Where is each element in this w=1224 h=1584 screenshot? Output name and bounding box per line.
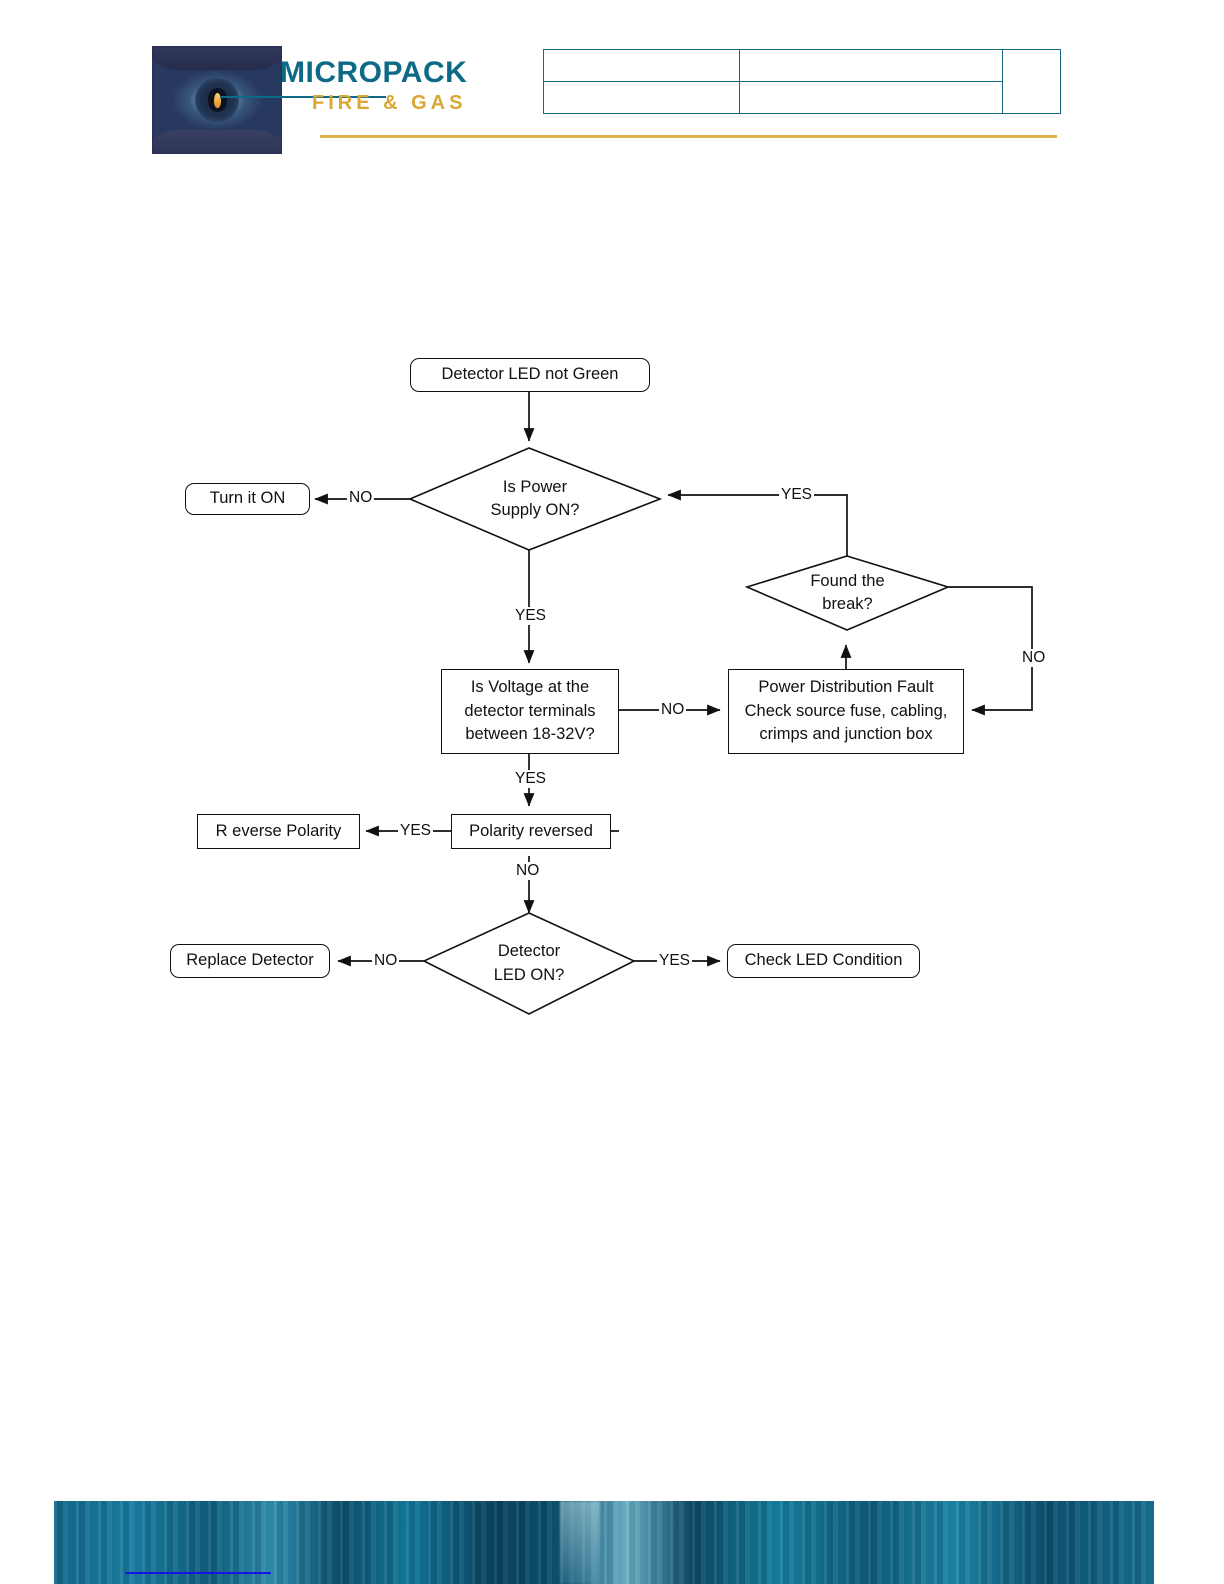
flow-node-replace-detector[interactable]: Replace Detector (170, 944, 330, 978)
flow-node-start[interactable]: Detector LED not Green (410, 358, 650, 392)
header-document-table (543, 49, 1061, 114)
eye-logo-icon (152, 46, 282, 154)
edge-label-power-yes-right: YES (779, 486, 815, 504)
footer-link-underline[interactable] (125, 1572, 271, 1574)
flow-node-is-voltage-in-range[interactable]: Is Voltage at the detector terminals bet… (441, 669, 619, 754)
flow-node-turn-it-on[interactable]: Turn it ON (185, 483, 310, 515)
flow-node-detector-led-on-label: Detector LED ON? (493, 942, 565, 984)
flow-node-is-power-supply-on[interactable]: Is Power Supply ON? (410, 448, 660, 550)
flow-node-start-label: Detector LED not Green (441, 365, 619, 384)
flow-node-detector-led-on[interactable]: Detector LED ON? (424, 913, 634, 1014)
footer-banner-highlight (560, 1501, 600, 1584)
flow-node-check-led-condition[interactable]: Check LED Condition (727, 944, 920, 978)
flow-node-is-power-supply-on-label: Is Power Supply ON? (490, 477, 580, 519)
flow-node-found-the-break[interactable]: Found the break? (747, 556, 948, 630)
table-row (543, 49, 1061, 114)
table-row (543, 81, 1061, 114)
header-cell-r1c2 (739, 49, 1003, 82)
flow-node-replace-detector-label: Replace Detector (186, 951, 314, 970)
edge-label-found-break-no: NO (1020, 649, 1048, 667)
flow-node-check-led-condition-label: Check LED Condition (744, 951, 903, 970)
footer-banner-image (54, 1501, 1154, 1584)
edge-label-led-yes: YES (657, 952, 693, 970)
header-cell-r2c1 (543, 81, 740, 114)
flow-node-power-distribution-fault-label: Power Distribution Fault Check source fu… (744, 678, 948, 744)
edge-label-voltage-no: NO (659, 701, 687, 719)
edge-label-polarity-no: NO (514, 862, 542, 880)
logo-pointer-line (220, 96, 386, 98)
flow-node-reverse-polarity-label: R everse Polarity (215, 821, 342, 840)
flow-node-polarity-reversed-label: Polarity reversed (469, 821, 593, 840)
edge-label-led-no: NO (372, 952, 400, 970)
edge-label-polarity-yes: YES (398, 822, 434, 840)
header-gold-divider (320, 135, 1057, 138)
company-logo: MICROPACK FIRE & GAS (152, 40, 467, 154)
flow-node-found-the-break-label: Found the break? (810, 571, 885, 613)
header-cell-r2c2 (739, 81, 1003, 114)
flow-node-polarity-reversed[interactable]: Polarity reversed (451, 814, 611, 849)
flow-node-reverse-polarity[interactable]: R everse Polarity (197, 814, 360, 849)
header-cell-c3 (1002, 49, 1061, 114)
edge-label-voltage-yes: YES (513, 770, 549, 788)
edge-label-power-yes-down: YES (513, 607, 549, 625)
header-cell-r1c1 (543, 49, 740, 82)
flow-node-power-distribution-fault[interactable]: Power Distribution Fault Check source fu… (728, 669, 964, 754)
logo-tagline-text: FIRE & GAS (312, 92, 467, 114)
flow-node-is-voltage-in-range-label: Is Voltage at the detector terminals bet… (464, 678, 596, 744)
edge-label-power-no: NO (347, 489, 375, 507)
flow-node-turn-it-on-label: Turn it ON (209, 489, 286, 508)
logo-brand-text: MICROPACK (280, 56, 468, 89)
